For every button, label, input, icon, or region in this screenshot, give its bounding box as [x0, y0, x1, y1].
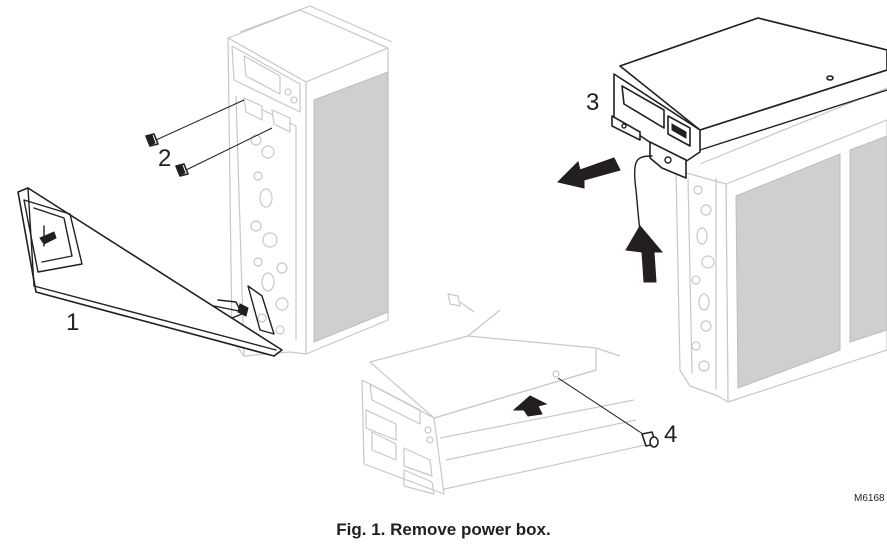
figure-caption: Fig. 1. Remove power box. [336, 520, 551, 539]
pull-out-arrow-icon [557, 157, 621, 189]
lift-up-arrow-icon [625, 225, 664, 283]
slide-arrow-icon [512, 395, 548, 417]
power-box-slide [361, 293, 651, 495]
screws [145, 99, 273, 177]
callout-screws: 2 [158, 145, 171, 172]
screw-icon [175, 163, 189, 177]
left-cabinet [227, 5, 393, 357]
screw-icon [145, 133, 159, 147]
door-panel [17, 187, 283, 357]
screw-icon [447, 293, 475, 313]
callout-power-box: 3 [586, 89, 599, 116]
figure-reference-code: M6168 [854, 493, 885, 504]
screw-icon [641, 431, 659, 448]
callout-door-panel: 1 [66, 309, 79, 336]
callout-mounting-screw: 4 [664, 421, 677, 448]
cabinet-icon [675, 87, 887, 403]
mounting-screw [557, 377, 659, 448]
power-box-icon [611, 17, 887, 263]
